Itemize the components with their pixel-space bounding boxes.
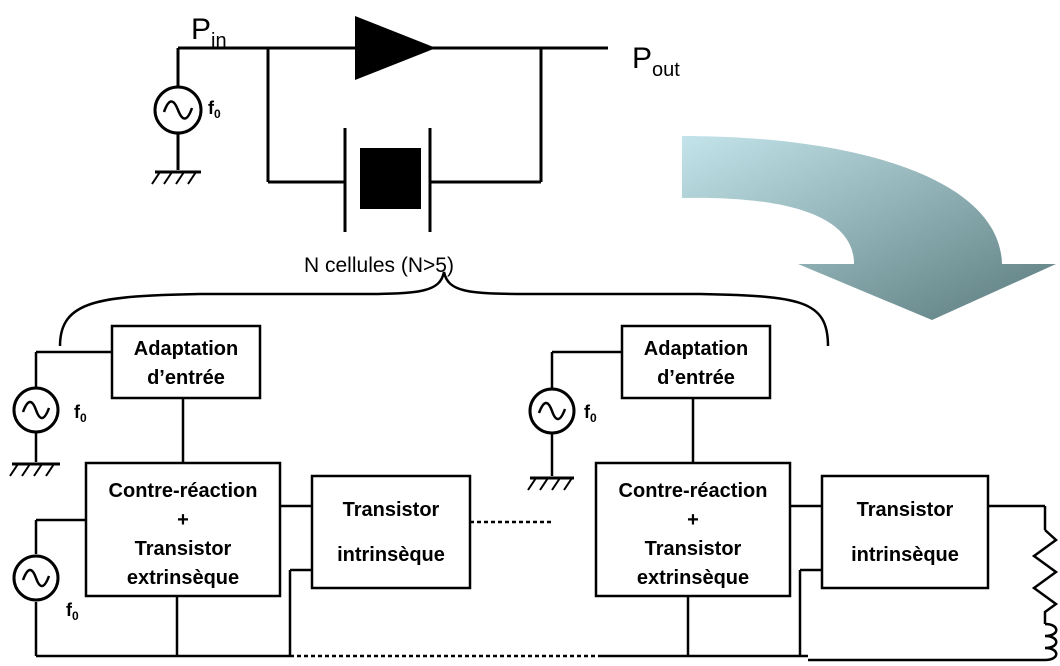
top-f0-label: f0 xyxy=(208,98,221,121)
f0-label-adapt-1: f0 xyxy=(74,402,87,425)
contre-reaction-box-1 xyxy=(84,461,282,598)
contre-reaction-box-2 xyxy=(594,461,792,598)
adaptation-1-line2: d’entrée xyxy=(147,367,225,389)
ac-source-feedback-1 xyxy=(12,554,60,602)
load-resistor-icon xyxy=(1031,529,1059,624)
adaptation-2-line2: d’entrée xyxy=(657,367,735,389)
transistor-intrinseque-1-line1: Transistor xyxy=(343,499,440,521)
adaptation-2-line1: Adaptation xyxy=(644,338,748,360)
load-inductor-icon xyxy=(1044,622,1058,662)
f0-label-feedback-1: f0 xyxy=(66,600,79,623)
contre-reaction-2-line3: Transistor xyxy=(645,538,742,560)
adaptation-1-line1: Adaptation xyxy=(134,338,238,360)
pin-label: Pin xyxy=(191,13,227,52)
ac-source-adapt-1 xyxy=(12,386,60,434)
amplifier-triangle-icon xyxy=(355,16,436,80)
transistor-intrinseque-2-line2: intrinsèque xyxy=(851,544,959,566)
cell-block-icon xyxy=(360,148,421,209)
pout-label: Pout xyxy=(632,42,680,81)
bottom-schematic xyxy=(9,350,1047,662)
transistor-intrinseque-1-line2: intrinsèque xyxy=(337,544,445,566)
transistor-intrinseque-box-1 xyxy=(310,474,472,590)
contre-reaction-2-line2: + xyxy=(687,509,699,531)
contre-reaction-1-line2: + xyxy=(177,509,189,531)
contre-reaction-1-line1: Contre-réaction xyxy=(109,480,258,502)
ac-source-adapt-2 xyxy=(528,387,576,435)
contre-reaction-1-line4: extrinsèque xyxy=(127,567,239,589)
f0-label-adapt-2: f0 xyxy=(584,402,597,425)
contre-reaction-2-line4: extrinsèque xyxy=(637,567,749,589)
transistor-intrinseque-2-line1: Transistor xyxy=(857,499,954,521)
contre-reaction-2-line1: Contre-réaction xyxy=(619,480,768,502)
top-ac-source xyxy=(153,85,203,135)
transistor-intrinseque-box-2 xyxy=(820,474,990,590)
adaptation-box-1 xyxy=(110,324,262,400)
curved-down-arrow-icon xyxy=(682,136,1056,320)
cells-brace xyxy=(58,271,830,347)
contre-reaction-1-line3: Transistor xyxy=(135,538,232,560)
adaptation-box-2 xyxy=(620,324,772,400)
cells-caption: N cellules (N>5) xyxy=(304,254,454,277)
